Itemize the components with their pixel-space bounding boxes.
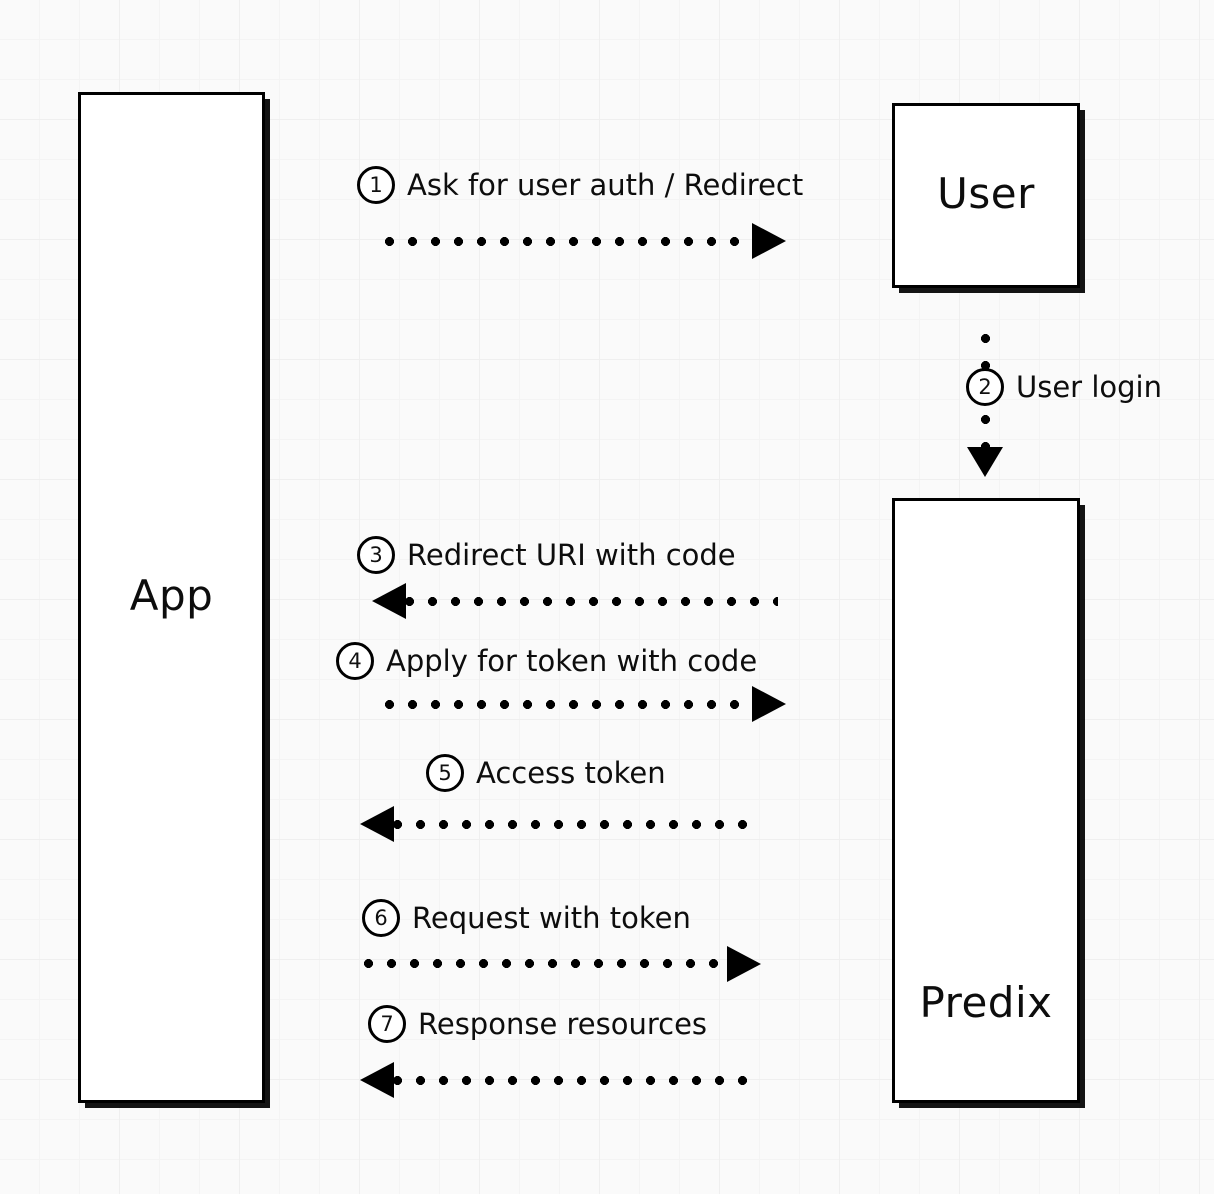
step-number-1: 1 (369, 172, 383, 197)
step-badge-6: 6 (362, 899, 400, 937)
message-4-label: Apply for token with code (386, 643, 758, 678)
step-number-3: 3 (369, 542, 383, 567)
step-badge-2: 2 (966, 368, 1004, 406)
message-6-header: 6 Request with token (362, 899, 691, 937)
step-number-4: 4 (348, 648, 362, 673)
message-7-header: 7 Response resources (368, 1005, 707, 1043)
step-badge-7: 7 (368, 1005, 406, 1043)
node-user-label: User (937, 168, 1035, 218)
message-5-arrowhead-left-icon (360, 806, 394, 842)
message-7-label: Response resources (418, 1006, 708, 1041)
message-5-line (386, 820, 758, 829)
step-badge-4: 4 (336, 642, 374, 680)
step-badge-5: 5 (426, 754, 464, 792)
message-4-arrowhead-right-icon (752, 686, 786, 722)
node-predix-label: Predix (919, 977, 1053, 1027)
message-1-arrowhead-right-icon (752, 223, 786, 259)
message-4-line (378, 700, 760, 709)
step-number-2: 2 (978, 374, 992, 399)
node-predix[interactable]: Predix (892, 498, 1080, 1103)
message-1-label: Ask for user auth / Redirect (407, 167, 804, 202)
message-2-header: 2 User login (966, 368, 1162, 406)
step-number-6: 6 (374, 905, 388, 930)
step-number-5: 5 (438, 760, 452, 785)
message-3-arrowhead-left-icon (372, 583, 406, 619)
message-6-arrowhead-right-icon (727, 946, 761, 982)
message-1-header: 1 Ask for user auth / Redirect (357, 166, 803, 204)
message-6-label: Request with token (412, 900, 691, 935)
message-5-header: 5 Access token (426, 754, 666, 792)
node-user[interactable]: User (892, 103, 1080, 288)
message-7-line (386, 1076, 754, 1085)
step-badge-3: 3 (357, 536, 395, 574)
message-3-header: 3 Redirect URI with code (357, 536, 736, 574)
message-3-line (398, 597, 778, 606)
node-app[interactable]: App (78, 92, 265, 1103)
node-app-label: App (129, 570, 214, 620)
step-number-7: 7 (380, 1011, 394, 1036)
step-badge-1: 1 (357, 166, 395, 204)
message-3-label: Redirect URI with code (407, 537, 736, 572)
message-6-line (357, 959, 733, 968)
message-5-label: Access token (476, 755, 666, 790)
message-2-arrowhead-down-icon (967, 447, 1003, 477)
message-1-line (378, 237, 760, 246)
message-4-header: 4 Apply for token with code (336, 642, 757, 680)
message-2-label: User login (1016, 369, 1162, 404)
message-7-arrowhead-left-icon (360, 1062, 394, 1098)
